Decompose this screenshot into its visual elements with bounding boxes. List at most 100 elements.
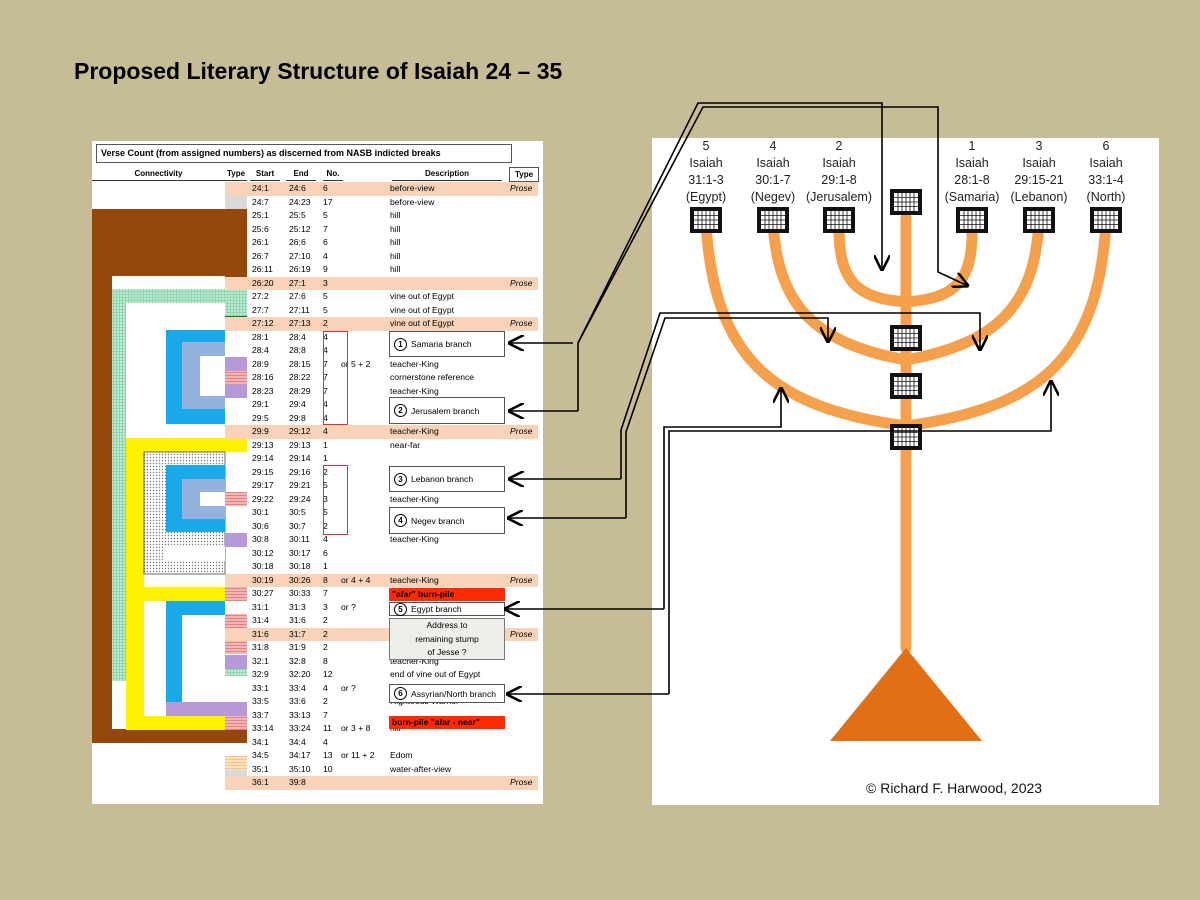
cell-desc: teacher-King: [390, 574, 439, 585]
cell-alt: or 3 + 8: [341, 723, 371, 733]
menorah-knob: [757, 207, 789, 233]
branch-book: Isaiah: [822, 156, 856, 170]
cell-desc: before-view: [390, 183, 435, 193]
cell-end: 31:3: [289, 601, 306, 612]
cell-start: 32:9: [252, 669, 269, 679]
cell-start: 33:14: [252, 723, 274, 733]
menorah-knob: [890, 325, 922, 351]
cell-start: 30:6: [252, 520, 269, 531]
table-row: 24:7 24:23 17 before-view: [225, 196, 538, 210]
cell-start: 29:1: [252, 399, 269, 409]
cell-end: 26:19: [289, 264, 311, 274]
cell-type: Prose: [510, 318, 533, 328]
cell-end: 29:14: [289, 453, 311, 463]
arrow-negev-to-branch-4: [625, 317, 828, 518]
cell-no: 4: [323, 331, 328, 342]
cell-start: 27:7: [252, 304, 269, 315]
cell-desc: hill: [390, 250, 401, 261]
cell-end: 25:5: [289, 210, 306, 220]
menorah-knob: [890, 373, 922, 399]
cell-no: 7: [323, 358, 328, 369]
cell-end: 29:12: [289, 426, 311, 436]
cell-start: 28:4: [252, 345, 269, 355]
branch-ref: 28:1-8: [954, 173, 990, 187]
cell-no: 9: [323, 264, 328, 274]
cell-end: 30:18: [289, 561, 311, 571]
cell-start: 34:1: [252, 736, 269, 747]
cell-end: 33:4: [289, 682, 306, 693]
cell-end: 30:5: [289, 507, 306, 517]
cell-desc: hill: [390, 264, 401, 274]
cell-start: 29:5: [252, 412, 269, 423]
cell-desc: end of vine out of Egypt: [390, 669, 481, 679]
cell-no: 11: [323, 723, 332, 733]
cell-desc: before-view: [390, 196, 435, 207]
cell-end: 24:23: [289, 196, 311, 207]
cell-no: 6: [323, 183, 328, 193]
cell-desc: vine out of Egypt: [390, 291, 455, 301]
cell-start: 24:7: [252, 196, 269, 207]
cell-desc: vine out of Egypt: [390, 318, 455, 328]
cell-desc: teacher-King: [390, 358, 439, 369]
stump-of-jesse-note: Address to remaining stump of Jesse ?: [389, 618, 505, 660]
arrow-north-to-branch-6: [668, 383, 1051, 694]
branch-book: Isaiah: [955, 156, 989, 170]
cell-no: 5: [323, 210, 328, 220]
cell-end: 27:10: [289, 250, 311, 261]
cell-no: 8: [323, 574, 328, 585]
cell-no: 7: [323, 372, 328, 382]
cell-start: 30:18: [252, 561, 274, 571]
cell-no: 17: [323, 196, 333, 207]
cell-no: 7: [323, 709, 328, 720]
col-connectivity: Connectivity: [92, 168, 225, 181]
col-description: Description: [392, 168, 502, 181]
cell-desc: teacher-King: [390, 655, 439, 666]
cell-end: 30:7: [289, 520, 306, 531]
cell-type: Prose: [510, 574, 533, 585]
cell-alt: or 11 + 2: [341, 750, 375, 760]
cell-end: 28:29: [289, 385, 311, 396]
table-row: 30:6 30:7 2: [225, 520, 538, 534]
branch-ref: 29:1-8: [821, 173, 857, 187]
cell-end: 28:8: [289, 345, 306, 355]
cell-start: 30:8: [252, 534, 269, 544]
cell-no: 2: [323, 318, 328, 328]
cell-end: 24:6: [289, 183, 306, 193]
cell-end: 28:22: [289, 372, 311, 382]
branch-place: (Negev): [750, 190, 796, 204]
cell-no: 2: [323, 520, 328, 531]
cell-desc: teacher-King: [390, 385, 439, 396]
